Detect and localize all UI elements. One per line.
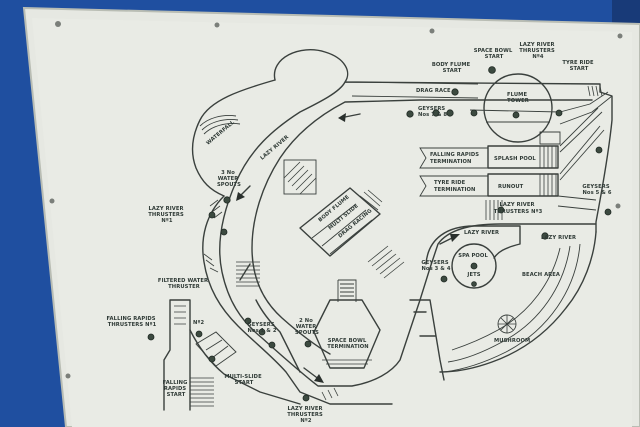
tyre-ride-flag bbox=[419, 175, 489, 197]
screw bbox=[49, 198, 55, 204]
flow-arrow-head bbox=[450, 234, 460, 242]
label-geysers-5-6: GEYSERS Nos 5 & 6 bbox=[582, 184, 611, 196]
screw bbox=[615, 203, 621, 209]
stairs-right bbox=[485, 200, 503, 220]
river-stairs-top bbox=[587, 85, 603, 97]
label-filtered-water-thruster: FILTERED WATER THRUSTER bbox=[158, 278, 210, 290]
label-flume-tower: FLUME TOWER bbox=[507, 92, 529, 104]
feature-markers bbox=[147, 66, 612, 402]
space-bowl bbox=[313, 279, 381, 369]
flume-tower-paths bbox=[469, 91, 613, 145]
label-space-bowl-termination: SPACE BOWL TERMINATION bbox=[327, 338, 368, 350]
label-falling-rapids-termination: FALLING RAPIDS TERMINATION bbox=[430, 152, 481, 165]
screw bbox=[214, 22, 220, 28]
stairs-centre bbox=[367, 245, 405, 279]
splash-pool-steps bbox=[539, 146, 557, 196]
pool-left-bulge bbox=[191, 79, 276, 197]
stairs-upper-box bbox=[283, 159, 317, 195]
flume-tower-circle bbox=[483, 73, 553, 143]
label-lazy-river-right: LAZY RIVER bbox=[541, 235, 576, 241]
label-geysers-3-4: GEYSERS Nos 3 & 4 bbox=[421, 260, 450, 272]
label-lazy-river-thrusters-3: LAZY RIVER THRUSTERS Nº3 bbox=[494, 202, 543, 215]
label-multi-slide-start: MULTI-SLIDE START bbox=[224, 374, 263, 386]
label-lazy-river-thrusters-2: LAZY RIVER THRUSTERS Nº2 bbox=[287, 406, 324, 424]
screw bbox=[55, 21, 61, 27]
slide-lanes-right bbox=[557, 107, 605, 211]
spa-pool-curve bbox=[425, 225, 521, 265]
screw bbox=[65, 373, 71, 379]
beach-arc-1 bbox=[443, 243, 581, 373]
stairs-lower-left bbox=[236, 261, 260, 287]
screw bbox=[429, 28, 435, 34]
label-runout: RUNOUT bbox=[498, 184, 524, 190]
screw bbox=[617, 33, 623, 39]
label-beach-area: BEACH AREA bbox=[522, 272, 560, 278]
label-water-spouts-2: 2 No WATER SPOUTS bbox=[295, 318, 319, 336]
label-falling-rapids-thrusters-1: FALLING RAPIDS THRUSTERS Nº1 bbox=[107, 316, 158, 328]
beach-arc-2 bbox=[447, 245, 571, 363]
drag-race-lanes bbox=[351, 81, 479, 99]
label-body-flume-start: BODY FLUME START bbox=[432, 62, 472, 74]
label-tyre-ride-termination: TYRE RIDE TERMINATION bbox=[434, 180, 475, 193]
label-tyre-ride-start: TYRE RIDE START bbox=[562, 60, 595, 72]
thruster-ticks-left bbox=[203, 199, 223, 273]
lazy-river-outer-left bbox=[202, 195, 393, 405]
thruster-ticks-bottom bbox=[321, 387, 339, 401]
label-splash-pool: SPLASH POOL bbox=[494, 156, 536, 162]
lazy-river-lower-channel bbox=[239, 263, 301, 373]
label-spa-pool: SPA POOL JETS bbox=[458, 253, 490, 278]
lazy-river-right-loop bbox=[439, 231, 597, 373]
beach-ramp bbox=[409, 299, 445, 381]
flow-arrow-head bbox=[314, 374, 324, 383]
waterfall-steps bbox=[199, 115, 241, 135]
stairs-upper-left bbox=[283, 161, 317, 195]
multi-slide-block bbox=[299, 187, 383, 257]
beach-arc-3 bbox=[451, 247, 561, 351]
flow-arrow-head bbox=[236, 192, 245, 201]
label-falling-rapids-start: FALLING RAPIDS START bbox=[163, 380, 190, 398]
label-space-bowl-start: SPACE BOWL START bbox=[474, 48, 515, 60]
falling-rapids-flag bbox=[419, 147, 489, 169]
flow-arrow-head bbox=[338, 113, 346, 122]
label-geysers-7-8: GEYSERS Nos 7 & 8 bbox=[418, 106, 447, 118]
label-mushroom: MUSHROOM bbox=[494, 338, 530, 344]
label-water-spouts-3: 3 No WATER SPOUTS bbox=[217, 170, 241, 188]
label-drag-race: DRAG RACE bbox=[416, 88, 451, 94]
spa-pool-circle bbox=[451, 243, 497, 289]
label-lazy-river-thrusters-1: LAZY RIVER THRUSTERS Nº1 bbox=[148, 206, 185, 224]
label-geysers-1-2: GEYSERS Nos 1 & 2 bbox=[247, 322, 276, 334]
label-no2: Nº2 bbox=[193, 320, 204, 326]
label-lazy-river-thrusters-4: LAZY RIVER THRUSTERS Nº4 bbox=[519, 42, 556, 60]
label-lazy-river-mid: LAZY RIVER bbox=[464, 230, 499, 236]
mushroom bbox=[497, 314, 517, 334]
